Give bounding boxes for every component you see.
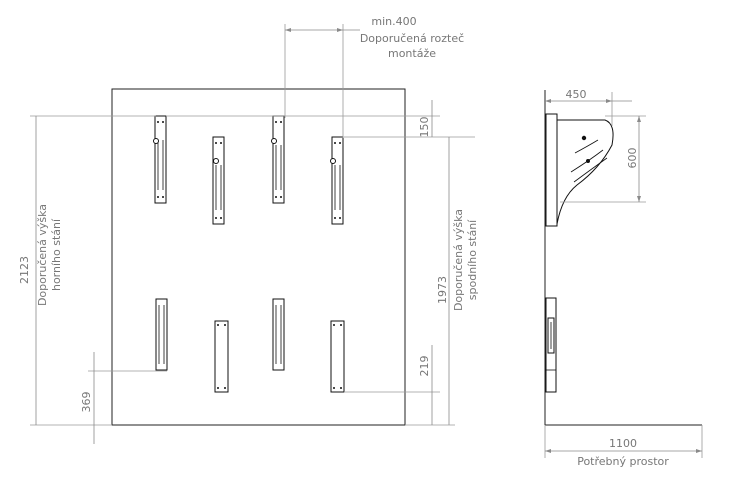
front-view: min.400 Doporučená rozteč montáže 150 21… (18, 15, 479, 444)
spacing-caption-line1: Doporučená rozteč (360, 32, 464, 45)
upper-bracket-1 (153, 115, 167, 204)
lower-height-dimension: 1973 Doporučená výška spodního stání (405, 137, 479, 426)
spacing-dimension: min.400 Doporučená rozteč montáže (284, 15, 464, 138)
upper-height-caption-line2: horního stání (50, 218, 63, 291)
lower-height-caption-line1: Doporučená výška (452, 209, 465, 311)
lower-bracket-2 (214, 320, 229, 393)
spacing-caption-line2: montáže (388, 47, 436, 60)
lower-height-caption-line2: spodního stání (466, 219, 479, 300)
upper-bracket-2 (212, 136, 225, 225)
bottom-left-dimension: 369 (80, 352, 167, 444)
required-space-value: 1100 (609, 437, 637, 450)
lower-side-holder (545, 297, 557, 393)
side-height-dimension: 600 (560, 115, 646, 203)
wall-panel (111, 88, 406, 426)
required-space-dimension: 1100 Potřebný prostor (544, 425, 703, 468)
lower-bracket-1 (155, 298, 168, 371)
side-height-label: 600 (626, 148, 639, 169)
side-depth-label: 450 (566, 88, 587, 101)
upper-height-dimension: 2123 Doporučená výška horního stání (18, 115, 156, 426)
lower-bracket-3 (272, 298, 285, 371)
bottom-left-offset-label: 369 (80, 392, 93, 413)
upper-bracket-3 (271, 115, 285, 204)
bottom-right-dimension: 219 (344, 345, 440, 425)
upper-bracket-4 (330, 136, 344, 225)
upper-height-value: 2123 (18, 256, 31, 284)
min-spacing-label: min.400 (371, 15, 416, 28)
upper-side-holder (545, 113, 614, 227)
side-view: 450 600 1100 Potřebný prostor (544, 88, 703, 468)
bottom-right-offset-label: 219 (418, 356, 431, 377)
required-space-caption: Potřebný prostor (577, 455, 669, 468)
lower-bracket-4 (330, 320, 345, 393)
top-offset-label: 150 (418, 117, 431, 138)
top-offset-dimension: 150 (166, 100, 475, 138)
upper-height-caption-line1: Doporučená výška (36, 204, 49, 306)
lower-height-value: 1973 (436, 276, 449, 304)
side-depth-dimension: 450 (545, 88, 632, 126)
